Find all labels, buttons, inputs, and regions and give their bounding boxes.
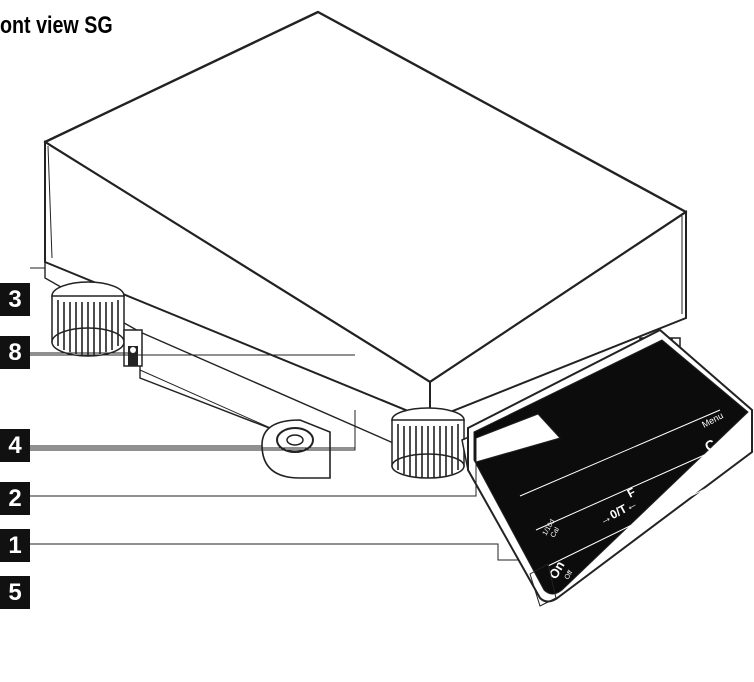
keypad-panel: [473, 339, 749, 595]
leader-1: [30, 448, 477, 497]
leader-2: [30, 412, 356, 451]
front-foot: [391, 407, 465, 479]
diagram-title: ont view SG: [0, 12, 113, 39]
level-indicator: [123, 329, 143, 367]
leader-5: [30, 543, 518, 561]
back-left-foot: [51, 281, 125, 357]
callout-2: 2: [0, 482, 30, 515]
callout-8: 8: [0, 336, 30, 369]
display-terminal: Menu C F →0/T← 1/10d Cal On Off: [461, 328, 753, 607]
weigh-below-hook: [261, 419, 331, 479]
callout-5: 5: [0, 576, 30, 609]
callout-1: 1: [0, 529, 30, 562]
cal-key-label-2: Cal: [550, 526, 562, 539]
callout-3: 3: [0, 283, 30, 316]
callout-4: 4: [0, 429, 30, 462]
off-key-label: Off: [564, 569, 575, 581]
